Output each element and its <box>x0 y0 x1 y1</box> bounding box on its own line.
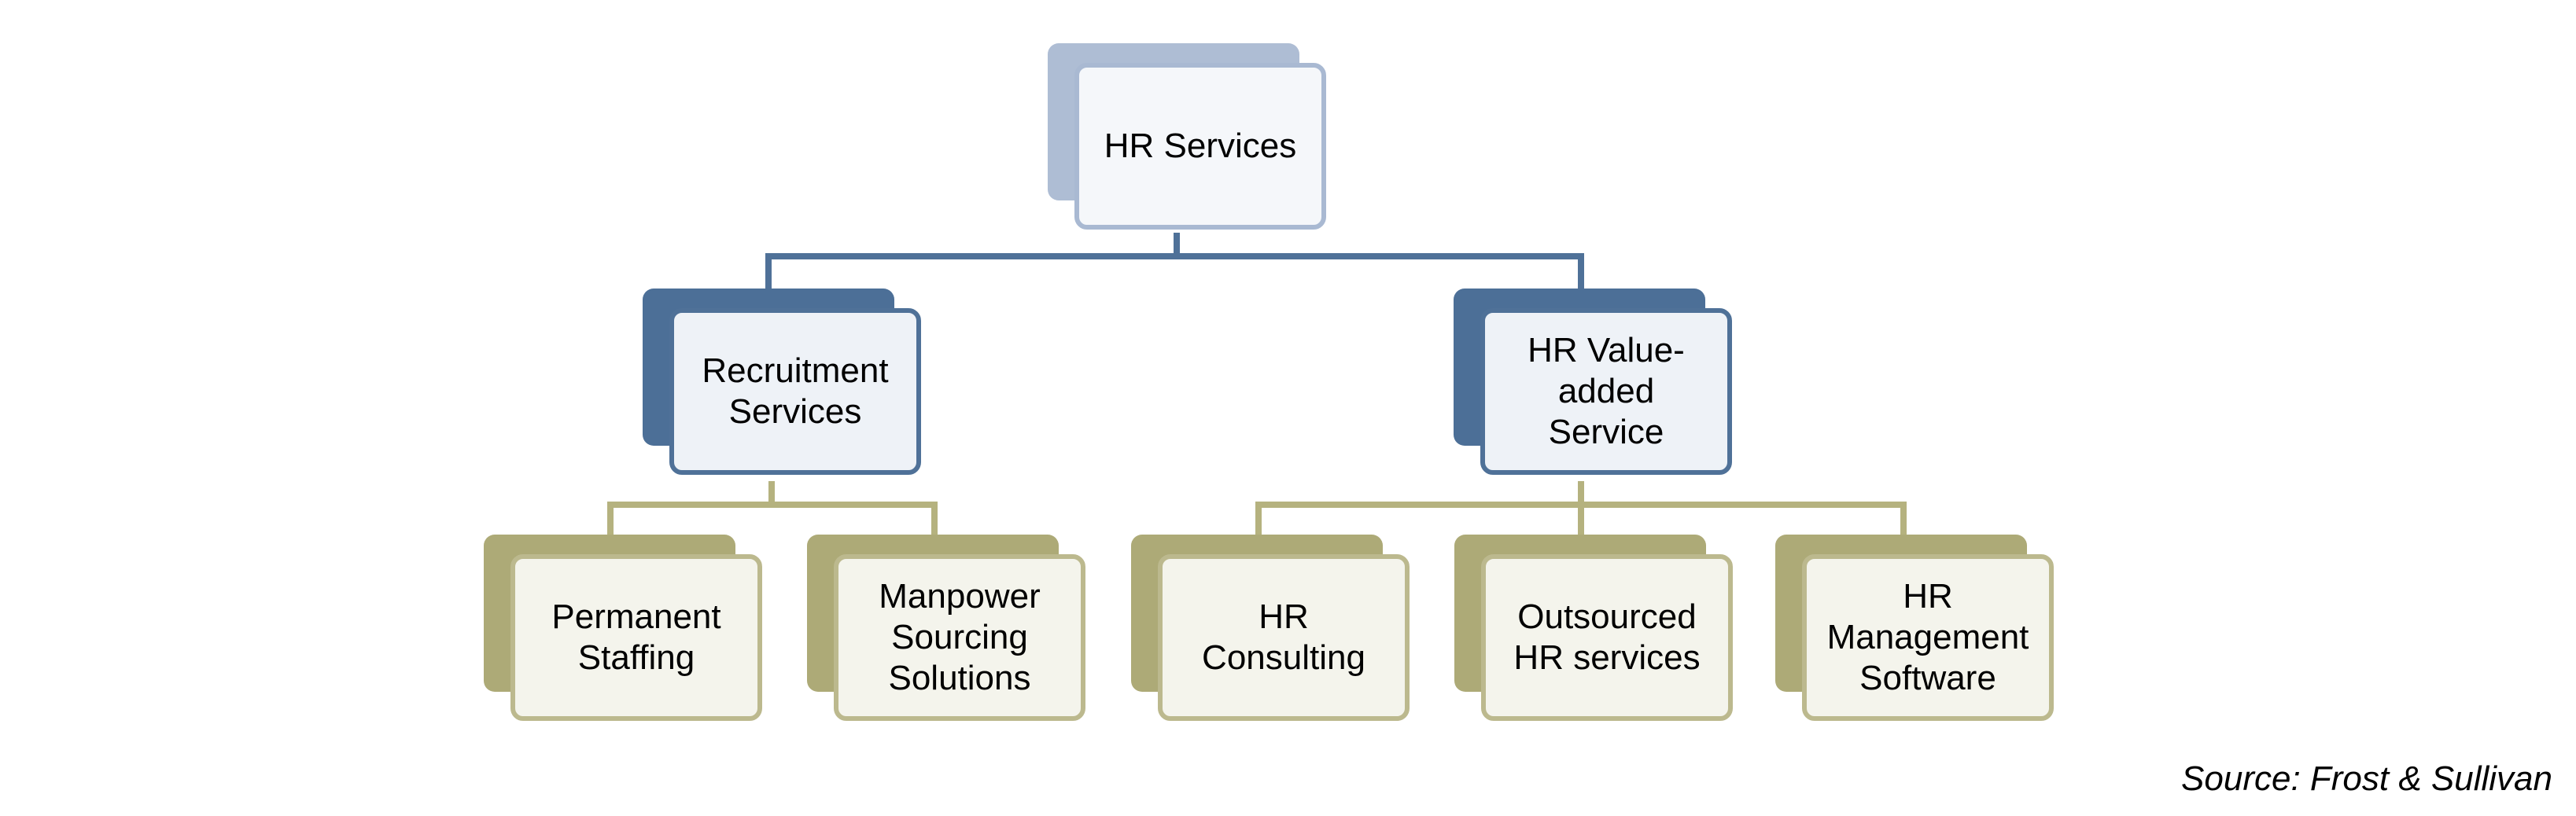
node-box: Permanent Staffing <box>510 554 762 721</box>
node-label: Manpower Sourcing Solutions <box>879 577 1041 697</box>
node-box: HR Value-added Service <box>1480 308 1732 475</box>
node-box: Recruitment Services <box>669 308 921 475</box>
node-label: Recruitment Services <box>702 351 889 431</box>
node-box: Outsourced HR services <box>1481 554 1733 721</box>
node-box: HR Services <box>1074 63 1326 230</box>
source-note: Source: Frost & Sullivan <box>2181 759 2552 798</box>
node-label: HR Value-added Service <box>1528 331 1685 451</box>
node-label: Outsourced HR services <box>1513 597 1701 677</box>
node-label: HR Consulting <box>1202 597 1365 677</box>
node-box: HR Consulting <box>1158 554 1410 721</box>
node-box: HR Management Software <box>1802 554 2054 721</box>
node-box: Manpower Sourcing Solutions <box>834 554 1085 721</box>
node-label: Permanent Staffing <box>551 597 721 677</box>
node-label: HR Management Software <box>1826 577 2029 697</box>
node-label: HR Services <box>1104 127 1297 165</box>
